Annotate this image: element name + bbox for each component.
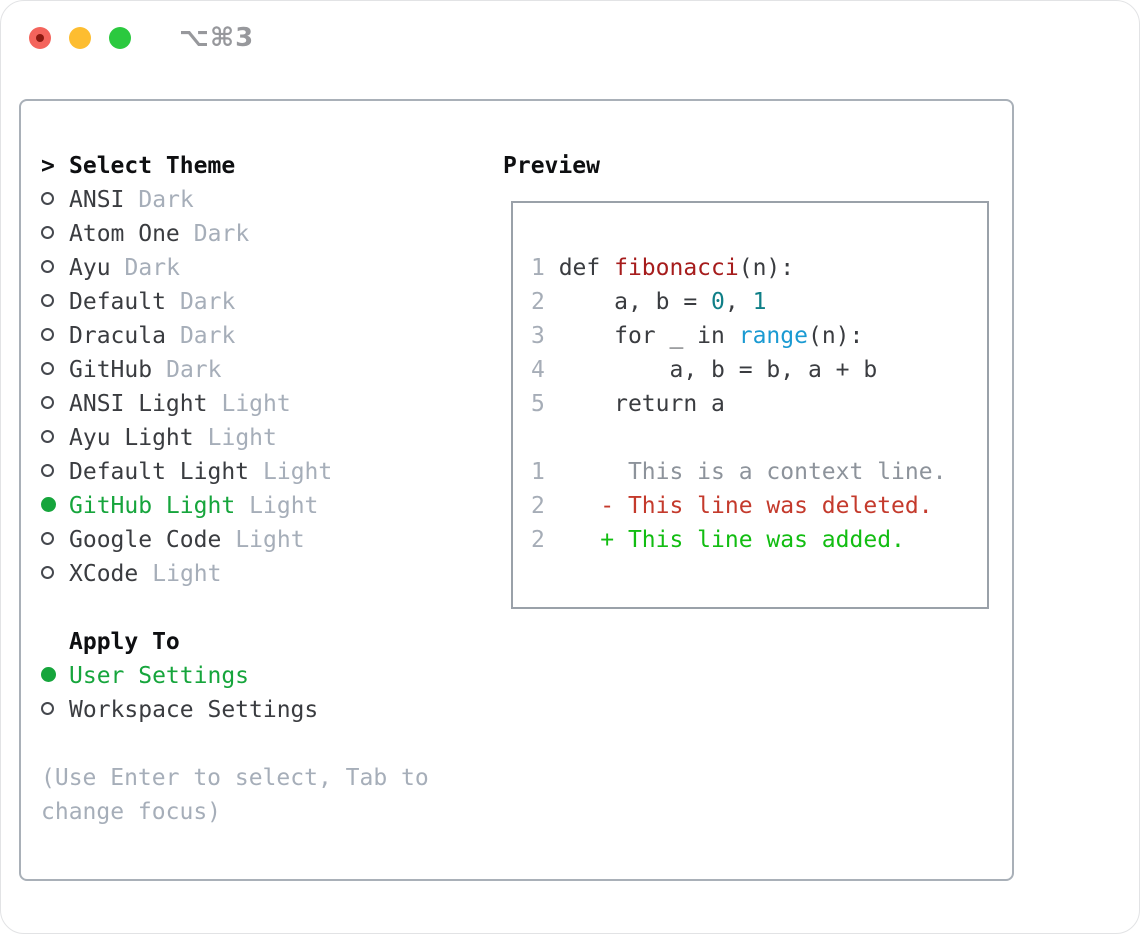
line-number	[531, 425, 545, 451]
theme-item-atom-one[interactable]: Atom One Dark	[41, 217, 491, 251]
option-label: ANSI Light	[69, 391, 208, 417]
variant-tag: Dark	[193, 221, 250, 247]
theme-item-ansi-light[interactable]: ANSI Light Light	[41, 387, 491, 421]
line-number: 5	[531, 391, 559, 417]
prompt-icon: >	[41, 153, 55, 179]
radio-icon	[41, 464, 54, 477]
option-label: XCode	[69, 561, 139, 587]
preview-code-box: 1 def fibonacci(n): 2 a, b = 0, 1 3 for _ …	[511, 201, 989, 609]
code-line: 4 a, b = b, a + b	[531, 357, 878, 383]
variant-tag: Dark	[179, 323, 236, 349]
theme-item-default-light[interactable]: Default Light Light	[41, 455, 491, 489]
theme-item-default[interactable]: Default Dark	[41, 285, 491, 319]
radio-selected-icon	[41, 497, 56, 512]
option-label: Workspace Settings	[69, 697, 319, 723]
line-number: 2	[531, 493, 559, 519]
variant-tag: Dark	[179, 289, 236, 315]
select-theme-header: > Select Theme	[41, 149, 491, 183]
line-number: 2	[531, 527, 559, 553]
option-label: Google Code	[69, 527, 222, 553]
option-label: ANSI	[69, 187, 125, 213]
spacer-row	[41, 591, 491, 625]
radio-icon	[41, 192, 54, 205]
option-label: User Settings	[69, 663, 250, 689]
line-number: 4	[531, 357, 559, 383]
spacer-row	[41, 727, 491, 761]
variant-tag: Light	[221, 391, 291, 417]
theme-item-dracula[interactable]: Dracula Dark	[41, 319, 491, 353]
radio-icon	[41, 294, 54, 307]
zoom-button[interactable]	[109, 27, 131, 49]
theme-item-xcode[interactable]: XCode Light	[41, 557, 491, 591]
radio-icon	[41, 702, 54, 715]
hint-text: (Use Enter to select, Tab to	[41, 765, 429, 791]
radio-icon	[41, 430, 54, 443]
radio-icon	[41, 396, 54, 409]
option-label: Ayu	[69, 255, 111, 281]
hint-lines: (Use Enter to select, Tab to change focus…	[41, 761, 491, 829]
code-line: 1 def fibonacci(n):	[531, 255, 795, 281]
option-label: GitHub Light	[69, 493, 236, 519]
theme-item-google-code[interactable]: Google Code Light	[41, 523, 491, 557]
radio-icon	[41, 362, 54, 375]
code-line: 2 - This line was deleted.	[531, 493, 933, 519]
option-label: Dracula	[69, 323, 166, 349]
line-number: 1	[531, 459, 559, 485]
close-button[interactable]	[29, 27, 51, 49]
unsaved-dot-icon	[36, 34, 44, 42]
option-label: GitHub	[69, 357, 153, 383]
line-number: 2	[531, 289, 559, 315]
variant-tag: Light	[152, 561, 222, 587]
variant-tag: Dark	[124, 255, 180, 281]
code-line: 5 return a	[531, 391, 725, 417]
apply-to-header: Apply To	[41, 625, 491, 659]
theme-item-ayu[interactable]: Ayu Dark	[41, 251, 491, 285]
apply-to-title: Apply To	[69, 629, 180, 655]
line-number: 1	[531, 255, 559, 281]
variant-tag: Dark	[166, 357, 222, 383]
code-line: 2 a, b = 0, 1	[531, 289, 767, 315]
apply-option-workspace-settings[interactable]: Workspace Settings	[41, 693, 491, 727]
theme-item-ansi[interactable]: ANSI Dark	[41, 183, 491, 217]
variant-tag: Light	[207, 425, 277, 451]
option-label: Default	[69, 289, 166, 315]
option-label: Atom One	[69, 221, 180, 247]
code-line: 1 This is a context line.	[531, 459, 947, 485]
radio-icon	[41, 328, 54, 341]
line-number: 3	[531, 323, 559, 349]
variant-tag: Light	[263, 459, 333, 485]
hint-text: change focus)	[41, 799, 222, 825]
variant-tag: Light	[235, 527, 305, 553]
radio-icon	[41, 532, 54, 545]
variant-tag: Dark	[138, 187, 194, 213]
option-label: Default Light	[69, 459, 250, 485]
minimize-button[interactable]	[69, 27, 91, 49]
variant-tag: Light	[249, 493, 319, 519]
theme-item-github[interactable]: GitHub Dark	[41, 353, 491, 387]
radio-icon	[41, 566, 54, 579]
window-title: ⌥⌘3	[179, 23, 255, 53]
theme-item-github-light[interactable]: GitHub Light Light	[41, 489, 491, 523]
preview-column: Preview 1 def fibonacci(n): 2 a, b = 0, 1…	[503, 149, 989, 609]
radio-icon	[41, 226, 54, 239]
code-line: 3 for _ in range(n):	[531, 323, 864, 349]
radio-icon	[41, 260, 54, 273]
option-label: Ayu Light	[69, 425, 194, 451]
apply-option-user-settings[interactable]: User Settings	[41, 659, 491, 693]
radio-selected-icon	[41, 667, 56, 682]
titlebar: ⌥⌘3	[29, 23, 255, 53]
select-theme-title: Select Theme	[69, 153, 236, 179]
preview-title: Preview	[503, 153, 600, 179]
theme-item-ayu-light[interactable]: Ayu Light Light	[41, 421, 491, 455]
code-line	[531, 421, 971, 455]
code-line: 2 + This line was added.	[531, 527, 905, 553]
